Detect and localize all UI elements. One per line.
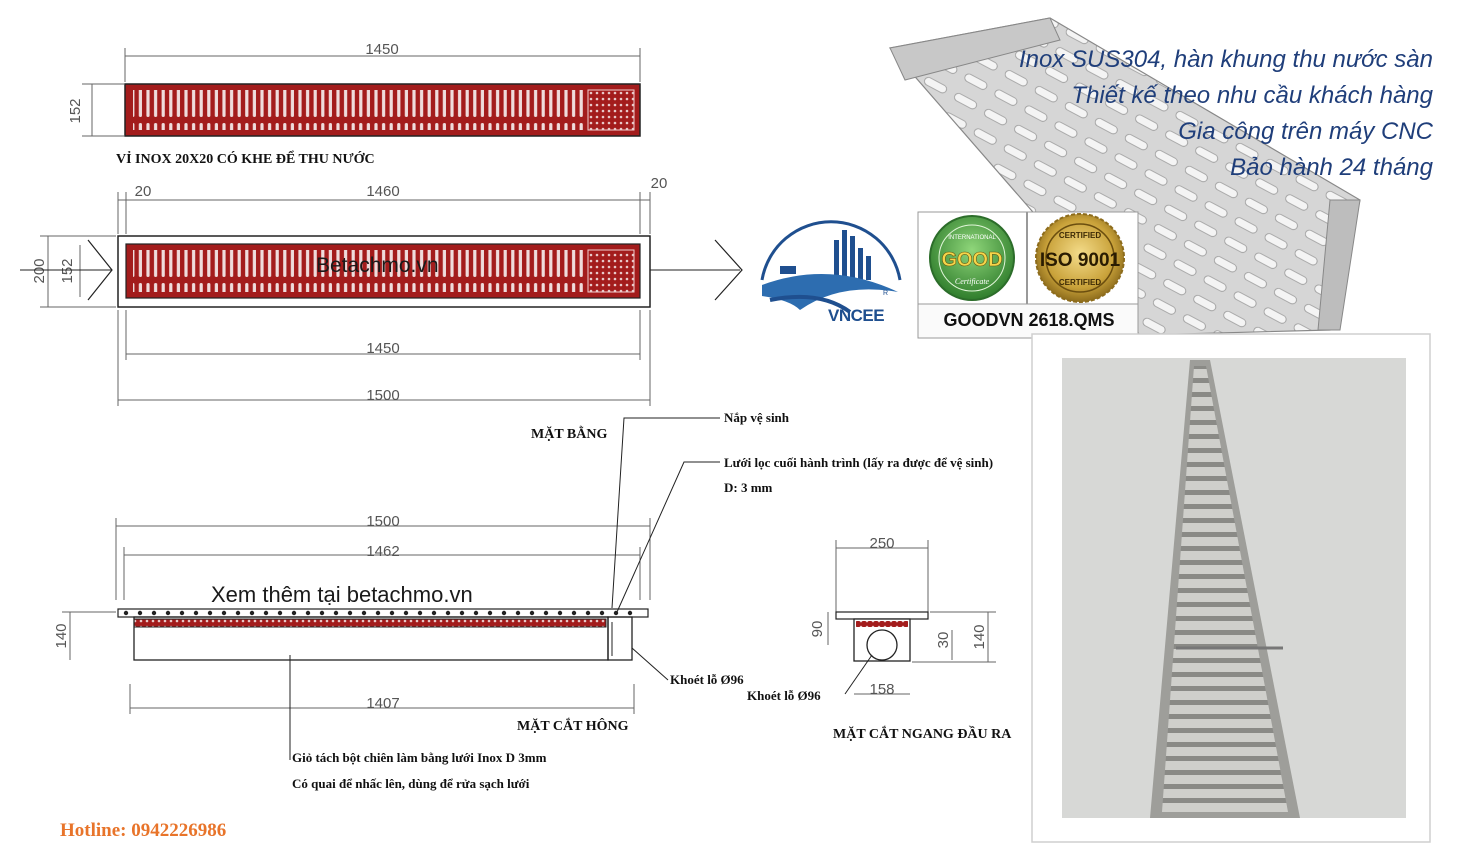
vncee-logo-icon: R (760, 220, 902, 314)
plan-outer-height-dim: 200 (31, 258, 48, 283)
vncee-logo-text: VNCEE (828, 306, 885, 325)
plan-right-margin-dim: 20 (651, 175, 668, 192)
side-height-dim: 140 (53, 623, 70, 648)
note-basket-2: Có quai để nhấc lên, dùng để rửa sạch lư… (292, 776, 530, 791)
note-hole-cross: Khoét lỗ Ø96 (747, 688, 821, 703)
top-grate-mesh (587, 89, 635, 131)
good-sub-text: Certificate (955, 277, 990, 286)
side-total-dim: 1500 (366, 513, 399, 530)
side-section-drawing: 1500 1462 140 (53, 410, 993, 791)
watermark-side: Xem thêm tại betachmo.vn (211, 582, 473, 607)
good-top-text: INTERNATIONAL (948, 235, 996, 241)
plan-inner-height-dim: 152 (59, 258, 76, 283)
iso-top-text: CERTIFIED (1059, 231, 1101, 240)
cross-bottom-dim: 158 (869, 681, 894, 698)
side-bottom-dim: 1407 (366, 695, 399, 712)
plan-left-margin-dim: 20 (135, 183, 152, 200)
plan-grate-slots (133, 250, 583, 292)
tagline-line-4: Bảo hành 24 tháng (1230, 154, 1433, 181)
side-inner-dim: 1462 (366, 543, 399, 560)
hotline: Hotline: 0942226986 (60, 820, 227, 841)
plan-grate-mesh (587, 249, 635, 293)
tagline-line-2: Thiết kế theo nhu cầu khách hàng (1071, 82, 1433, 109)
cable-tray-photo (888, 17, 1361, 336)
side-outlet-box (607, 616, 633, 661)
plan-view-drawing: 20 1460 20 200 152 1450 1500 MẶT BẰNG (20, 175, 743, 442)
top-grate-caption: VỈ INOX 20X20 CÓ KHE ĐỂ THU NƯỚC (116, 149, 375, 167)
good-certificate-icon: INTERNATIONAL GOOD Certificate (929, 215, 1015, 301)
tagline-line-1: Inox SUS304, hàn khung thu nước sàn (1019, 46, 1433, 73)
good-main-text: GOOD (941, 249, 1002, 271)
cross-140-dim: 140 (971, 624, 988, 649)
iso-main-text: ISO 9001 (1040, 250, 1121, 271)
iso-9001-seal-icon: CERTIFIED ISO 9001 CERTIFIED (1035, 213, 1125, 303)
note-filter: Lưới lọc cuối hành trình (lấy ra được để… (724, 455, 993, 470)
side-section-title: MẶT CẮT HÔNG (517, 717, 629, 734)
tagline-line-3: Gia công trên máy CNC (1178, 118, 1433, 145)
plan-total-length-dim: 1500 (366, 387, 399, 404)
certificate-badge: INTERNATIONAL GOOD Certificate CERTIFIED… (917, 211, 1139, 339)
plan-view-title: MẶT BẰNG (531, 425, 607, 442)
note-lid: Nắp vệ sinh (724, 410, 790, 425)
plan-inner-length-dim: 1460 (366, 183, 399, 200)
plan-grate-length-dim: 1450 (366, 340, 399, 357)
note-filter-d: D: 3 mm (724, 480, 773, 495)
side-basket-mesh (133, 618, 607, 628)
watermark-plan: Betachmo.vn (316, 254, 439, 277)
cross-30-dim: 30 (935, 632, 952, 649)
note-hole-side: Khoét lỗ Ø96 (670, 672, 744, 687)
top-grate-slots (133, 90, 583, 130)
cross-section-drawing: 250 90 30 140 158 Khoét lỗ Ø96 MẶT CẮT N… (747, 535, 1012, 742)
vncee-mark: R (883, 290, 888, 297)
side-grate-holes (123, 610, 633, 616)
certificate-code: GOODVN 2618.QMS (943, 310, 1115, 330)
top-grate-length-dim: 1450 (365, 41, 398, 58)
cross-section-title: MẶT CẮT NGANG ĐẦU RA (833, 725, 1012, 742)
cross-top-dim: 250 (869, 535, 894, 552)
floor-drain-photo (1031, 333, 1431, 843)
note-basket-1: Giỏ tách bột chiên làm bằng lưới Inox D … (292, 750, 547, 765)
iso-bottom-text: CERTIFIED (1059, 278, 1101, 287)
top-grate-drawing: 1450 152 VỈ INOX 20X20 CÓ KHE ĐỂ THU NƯỚ… (67, 41, 641, 167)
cross-outlet-hole (866, 629, 898, 661)
cross-90-dim: 90 (809, 621, 826, 638)
top-grate-width-dim: 152 (67, 98, 84, 123)
flow-arrow-icon (714, 239, 743, 301)
